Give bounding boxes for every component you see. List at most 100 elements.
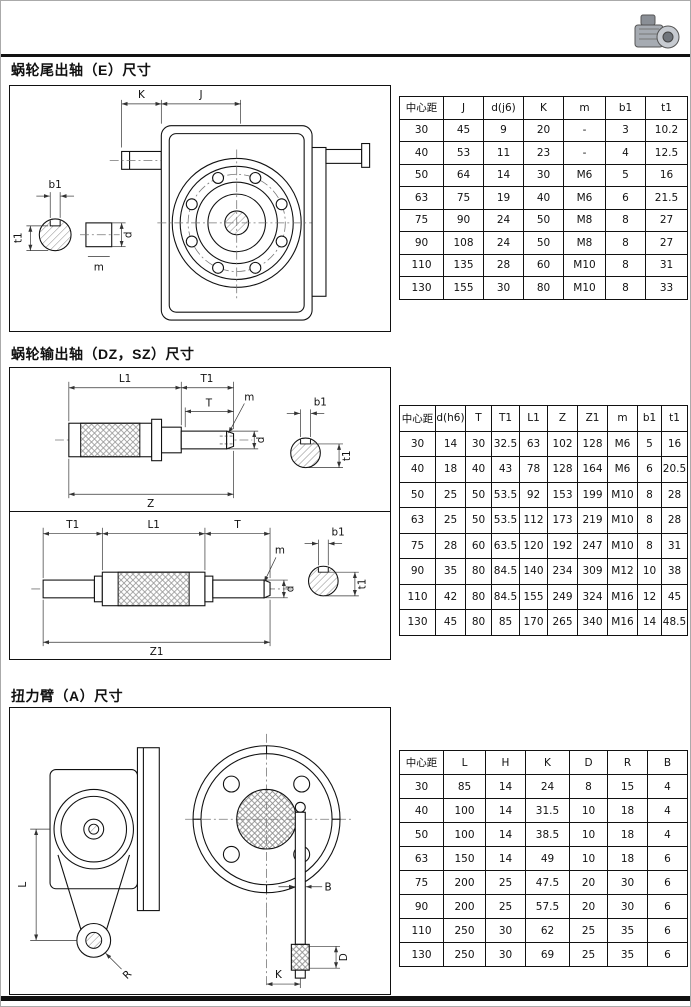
drawing-e: b1 t1 d m K	[9, 85, 391, 332]
column-header: d(j6)	[483, 96, 524, 120]
table-cell: 63	[399, 846, 444, 871]
top-rule	[1, 54, 690, 57]
table-cell: 20	[569, 894, 608, 919]
column-header: K	[523, 96, 564, 120]
table-cell: 25	[569, 942, 608, 967]
table-cell: 90	[399, 558, 436, 585]
table-cell: 25	[485, 894, 526, 919]
dim-label-Z: Z	[147, 498, 154, 510]
table-cell: 10.2	[645, 118, 688, 142]
section-title-dz-sz: 蜗轮输出轴（DZ，SZ）尺寸	[11, 346, 195, 362]
table-cell: 108	[443, 231, 484, 255]
table-cell: 38.5	[525, 822, 570, 847]
table-cell: 30	[399, 430, 436, 457]
table-cell: M10	[563, 276, 606, 300]
dim-label-b1: b1	[314, 396, 327, 408]
table-cell: 31	[645, 253, 688, 277]
table-cell: 20	[523, 118, 564, 142]
table-cell: 50	[399, 481, 436, 508]
table-cell: 249	[547, 583, 578, 610]
column-header: t1	[645, 96, 688, 120]
table-cell: 42	[435, 583, 466, 610]
dim-label-t1: t1	[12, 232, 24, 243]
table-cell: 50	[523, 231, 564, 255]
table-cell: 150	[443, 846, 486, 871]
drawing-sz: T1 L1 T m d Z1 b1	[9, 511, 391, 660]
table-cell: M6	[607, 456, 638, 483]
table-cell: 16	[645, 163, 688, 187]
table-cell: 63	[399, 507, 436, 534]
table-cell: 24	[525, 774, 570, 799]
table-cell: 43	[491, 456, 520, 483]
table-cell: 8	[605, 276, 646, 300]
table-cell: 14	[435, 430, 466, 457]
table-cell: 45	[435, 609, 466, 636]
dim-label-L: L	[17, 882, 29, 888]
table-cell: 45	[661, 583, 688, 610]
table-cell: 40	[523, 186, 564, 210]
table-cell: 4	[647, 798, 688, 823]
table-cell: 85	[491, 609, 520, 636]
sz-shaft-cross-section: b1 t1	[304, 527, 369, 597]
dim-label-K: K	[275, 969, 283, 981]
table-cell: 84.5	[491, 583, 520, 610]
table-cell: 265	[547, 609, 578, 636]
table-cell: 110	[399, 253, 444, 277]
table-cell: 4	[647, 774, 688, 799]
table-cell: 30	[483, 276, 524, 300]
table-cell: 30	[465, 430, 492, 457]
table-cell: 6	[647, 894, 688, 919]
table-cell: 14	[485, 846, 526, 871]
drawing-sz-svg: T1 L1 T m d Z1 b1	[31, 519, 369, 658]
table-cell: 21.5	[645, 186, 688, 210]
table-cell: 200	[443, 894, 486, 919]
table-cell: 6	[605, 186, 646, 210]
dz-shaft-cross-section: b1 t1	[286, 396, 353, 469]
dim-label-J: J	[198, 89, 202, 101]
table-cell: 80	[465, 583, 492, 610]
table-cell: 200	[443, 870, 486, 895]
table-cell: 250	[443, 918, 486, 943]
table-cell: 30	[399, 118, 444, 142]
table-cell: 80	[465, 558, 492, 585]
table-cell: M8	[563, 231, 606, 255]
table-cell: 50	[465, 507, 492, 534]
dim-label-d: d	[123, 231, 135, 238]
table-cell: 8	[605, 253, 646, 277]
drawing-a-svg: L R	[17, 733, 352, 989]
dz-shaft-profile: L1 T1 T m d Z	[55, 373, 267, 510]
table-cell: 45	[443, 118, 484, 142]
table-cell: 40	[399, 798, 444, 823]
table-cell: 18	[607, 798, 648, 823]
column-header: D	[569, 750, 608, 775]
table-cell: 53.5	[491, 507, 520, 534]
table-cell: 5	[637, 430, 662, 457]
table-cell: 8	[637, 481, 662, 508]
table-cell: 28	[435, 532, 466, 559]
table-cell: 10	[569, 822, 608, 847]
column-header: t1	[661, 405, 688, 432]
table-cell: 84.5	[491, 558, 520, 585]
table-cell: 12	[637, 583, 662, 610]
table-cell: 14	[637, 609, 662, 636]
table-cell: 92	[519, 481, 548, 508]
table-cell: 78	[519, 456, 548, 483]
table-cell: M6	[563, 186, 606, 210]
table-cell: M10	[607, 532, 638, 559]
